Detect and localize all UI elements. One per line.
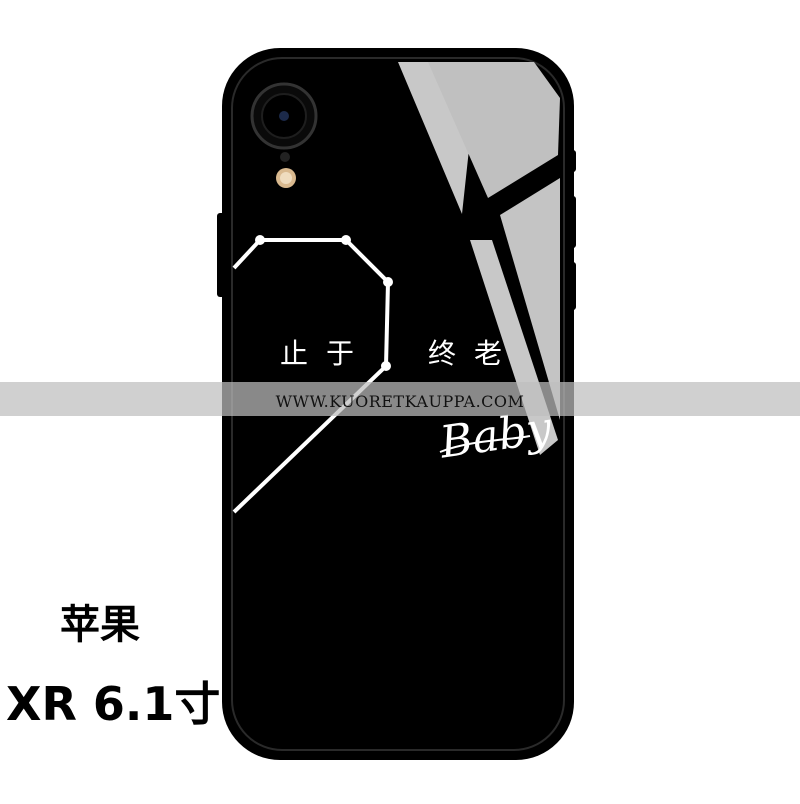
microphone-hole [280, 152, 290, 162]
case-text-right: 终老 [428, 337, 521, 370]
case-text-left: 止于 [280, 337, 373, 370]
constellation-dots [255, 235, 393, 371]
watermark-band [0, 382, 800, 416]
glass-reflection [398, 62, 560, 455]
model-label-size: XR 6.1寸 [6, 677, 221, 731]
camera-module [250, 82, 318, 188]
script-underline [439, 435, 531, 453]
model-label-brand: 苹果 [60, 602, 140, 648]
watermark-text: WWW.KUORETKAUPPA.COM [275, 392, 525, 411]
